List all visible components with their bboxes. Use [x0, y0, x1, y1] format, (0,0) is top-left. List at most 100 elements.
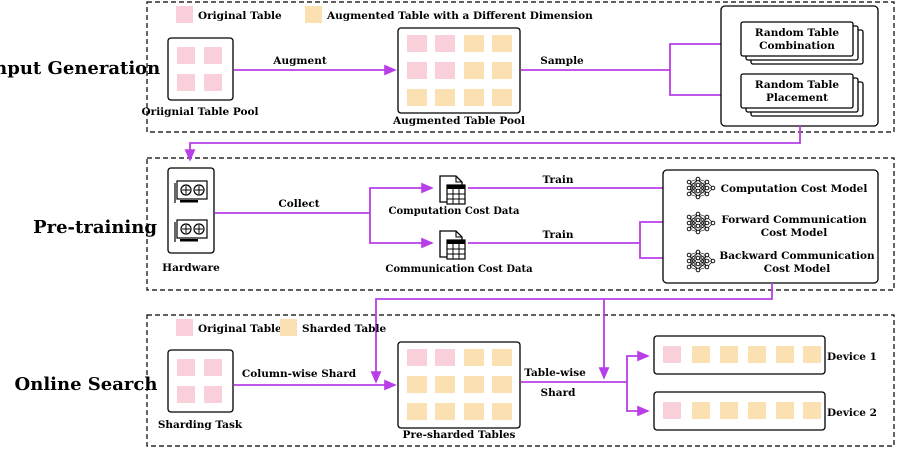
sharded-table-cell: [748, 402, 766, 419]
legend-original-label: Original Table: [198, 10, 282, 22]
sharded-table-cell: [803, 346, 821, 363]
neural-network-node: [686, 264, 692, 270]
legend-sharded-swatch: [280, 319, 297, 336]
sharded-table-cell: [776, 346, 794, 363]
models-to-presharded-arrow: [370, 283, 773, 384]
forward-model-label-line1: Forward Communication: [721, 214, 867, 226]
pre-training-frame: [146, 157, 895, 291]
stage-label-pre-training: Pre-training: [33, 217, 157, 238]
augmented-table-cell: [435, 89, 455, 106]
sample-to-placement-arrow: [669, 70, 737, 101]
sharded-table-cell: [464, 403, 484, 420]
combination-label-line1: Random Table: [755, 27, 839, 39]
augmented-table-cell: [492, 35, 512, 52]
neural-network-node: [704, 252, 710, 258]
backward-model-label-line2: Cost Model: [764, 263, 830, 275]
neural-network-node: [695, 223, 701, 229]
augmented-table-cell: [464, 62, 484, 79]
neural-network-node: [686, 191, 692, 197]
forward-model-label-line2: Cost Model: [761, 227, 827, 239]
legend-sharded-label: Sharded Table: [302, 323, 387, 335]
augmented-table-cell: [464, 35, 484, 52]
neural-network-node: [704, 185, 710, 191]
collect-label: Collect: [278, 198, 319, 210]
device-1-label: Device 1: [827, 351, 877, 363]
column-wise-shard-label: Column-wise Shard: [242, 368, 357, 380]
neural-network-node: [695, 217, 701, 223]
neural-network-edge: [697, 216, 708, 233]
original-table-cell: [204, 47, 222, 64]
device-1-tables: [663, 346, 821, 363]
sharded-table-cell: [435, 376, 455, 393]
input-to-pretraining-arrow: [184, 126, 801, 162]
original-table-cell: [177, 386, 195, 403]
original-table-cell: [663, 346, 681, 363]
sharded-table-cell: [692, 402, 710, 419]
train-label-1: Train: [542, 174, 573, 186]
augmented-table-pool-box: [397, 27, 521, 114]
original-table-cell: [435, 349, 455, 366]
collect-to-computation-arrow: [215, 182, 434, 214]
sample-label: Sample: [540, 55, 584, 67]
neural-network-node: [695, 267, 701, 273]
neural-network-node: [686, 214, 692, 220]
legend-augmented-swatch: [305, 6, 322, 23]
legend-original-swatch: [176, 319, 193, 336]
presharded-tables-label: Pre-sharded Tables: [403, 429, 516, 441]
neural-network-icon: [686, 211, 716, 235]
neural-network-node: [695, 261, 701, 267]
augmented-table-cell: [464, 89, 484, 106]
neural-network-node: [710, 258, 716, 264]
sharded-table-cell: [492, 403, 512, 420]
neural-network-node: [710, 185, 716, 191]
original-table-cell: [177, 47, 195, 64]
neural-network-node: [704, 191, 710, 197]
neural-network-node: [695, 176, 701, 182]
legend-original-swatch: [176, 6, 193, 23]
sharded-table-cell: [720, 346, 738, 363]
random-table-placement-box: [740, 73, 854, 109]
sharding-task-label: Sharding Task: [158, 419, 243, 431]
communication-data-label: Communication Cost Data: [385, 264, 533, 275]
neural-network-node: [695, 249, 701, 255]
sharded-table-cell: [803, 402, 821, 419]
computation-data-icon: [439, 175, 466, 205]
neural-network-node: [695, 182, 701, 188]
original-table-cell: [663, 402, 681, 419]
neural-network-edge: [697, 181, 708, 198]
neural-network-node: [695, 194, 701, 200]
augmented-table-cell: [492, 89, 512, 106]
neural-network-node: [704, 220, 710, 226]
input-generation-frame: [146, 1, 895, 133]
device-2-label: Device 2: [827, 407, 877, 419]
sharded-table-cell: [407, 376, 427, 393]
neural-network-node: [704, 179, 710, 185]
sharded-table-cell: [748, 346, 766, 363]
computation-data-label: Computation Cost Data: [388, 206, 520, 217]
original-table-cell: [407, 35, 427, 52]
gpu-icon: [174, 219, 208, 242]
train-label-2: Train: [542, 229, 573, 241]
sharded-table-cell: [492, 376, 512, 393]
augmented-table-pool-label: Augmented Table Pool: [392, 115, 525, 127]
stage-label-online-search: Online Search: [15, 374, 158, 395]
original-table-cell: [435, 35, 455, 52]
neural-network-node: [695, 255, 701, 261]
neural-network-node: [704, 264, 710, 270]
augmented-table-cell: [407, 89, 427, 106]
stage-label-input-generation: Input Generation: [0, 58, 160, 79]
computation-cost-model-label: Computation Cost Model: [721, 183, 868, 195]
legend-augmented-label: Augmented Table with a Different Dimensi…: [326, 10, 593, 22]
cost-models-box: [662, 169, 879, 284]
neural-network-icon: [686, 176, 716, 200]
tablewise-to-device1-arrow: [521, 350, 650, 383]
online-search-frame: [146, 314, 895, 447]
hardware-label: Hardware: [162, 262, 220, 274]
combination-label-line2: Combination: [759, 40, 835, 52]
placement-label-line1: Random Table: [755, 79, 839, 91]
gpu-icon: [174, 180, 208, 203]
augmented-table-grid: [407, 35, 512, 106]
presharded-tables-box: [397, 341, 521, 429]
legend-original-label: Original Table: [198, 323, 282, 335]
augment-label: Augment: [272, 55, 327, 67]
